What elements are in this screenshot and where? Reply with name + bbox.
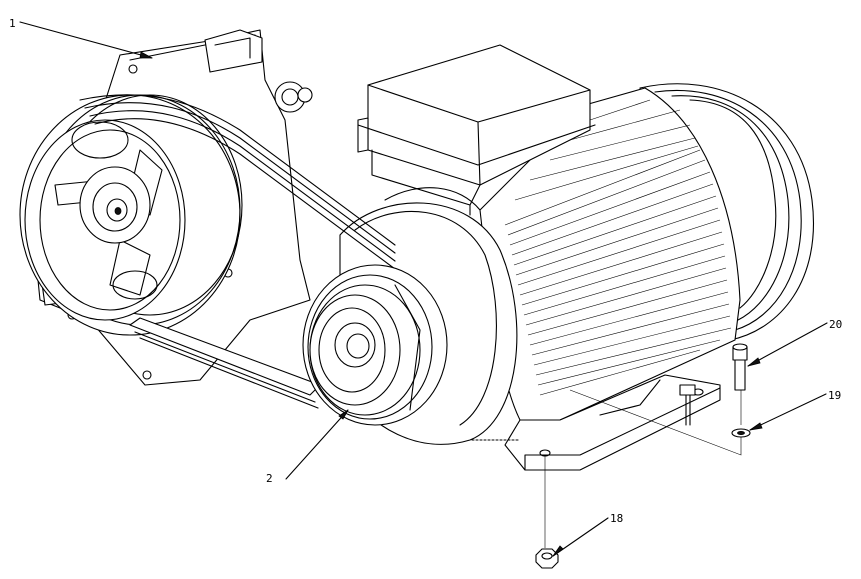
nut-part-18 (535, 548, 559, 569)
callout-label-18: 18 (610, 512, 624, 525)
washer-part-19 (731, 428, 751, 438)
bolt-part-20 (732, 343, 748, 391)
terminal-box (357, 44, 596, 216)
leader-lines (19, 21, 828, 557)
v-belts (79, 94, 396, 409)
cooling-fins (504, 99, 732, 396)
electric-motor (384, 83, 814, 471)
small-pulley (302, 264, 448, 426)
callout-label-19: 19 (828, 389, 842, 402)
callout-label-1: 1 (9, 17, 16, 30)
large-pulley (19, 94, 243, 336)
callout-label-2: 2 (266, 472, 273, 485)
callout-label-20: 20 (829, 318, 843, 331)
